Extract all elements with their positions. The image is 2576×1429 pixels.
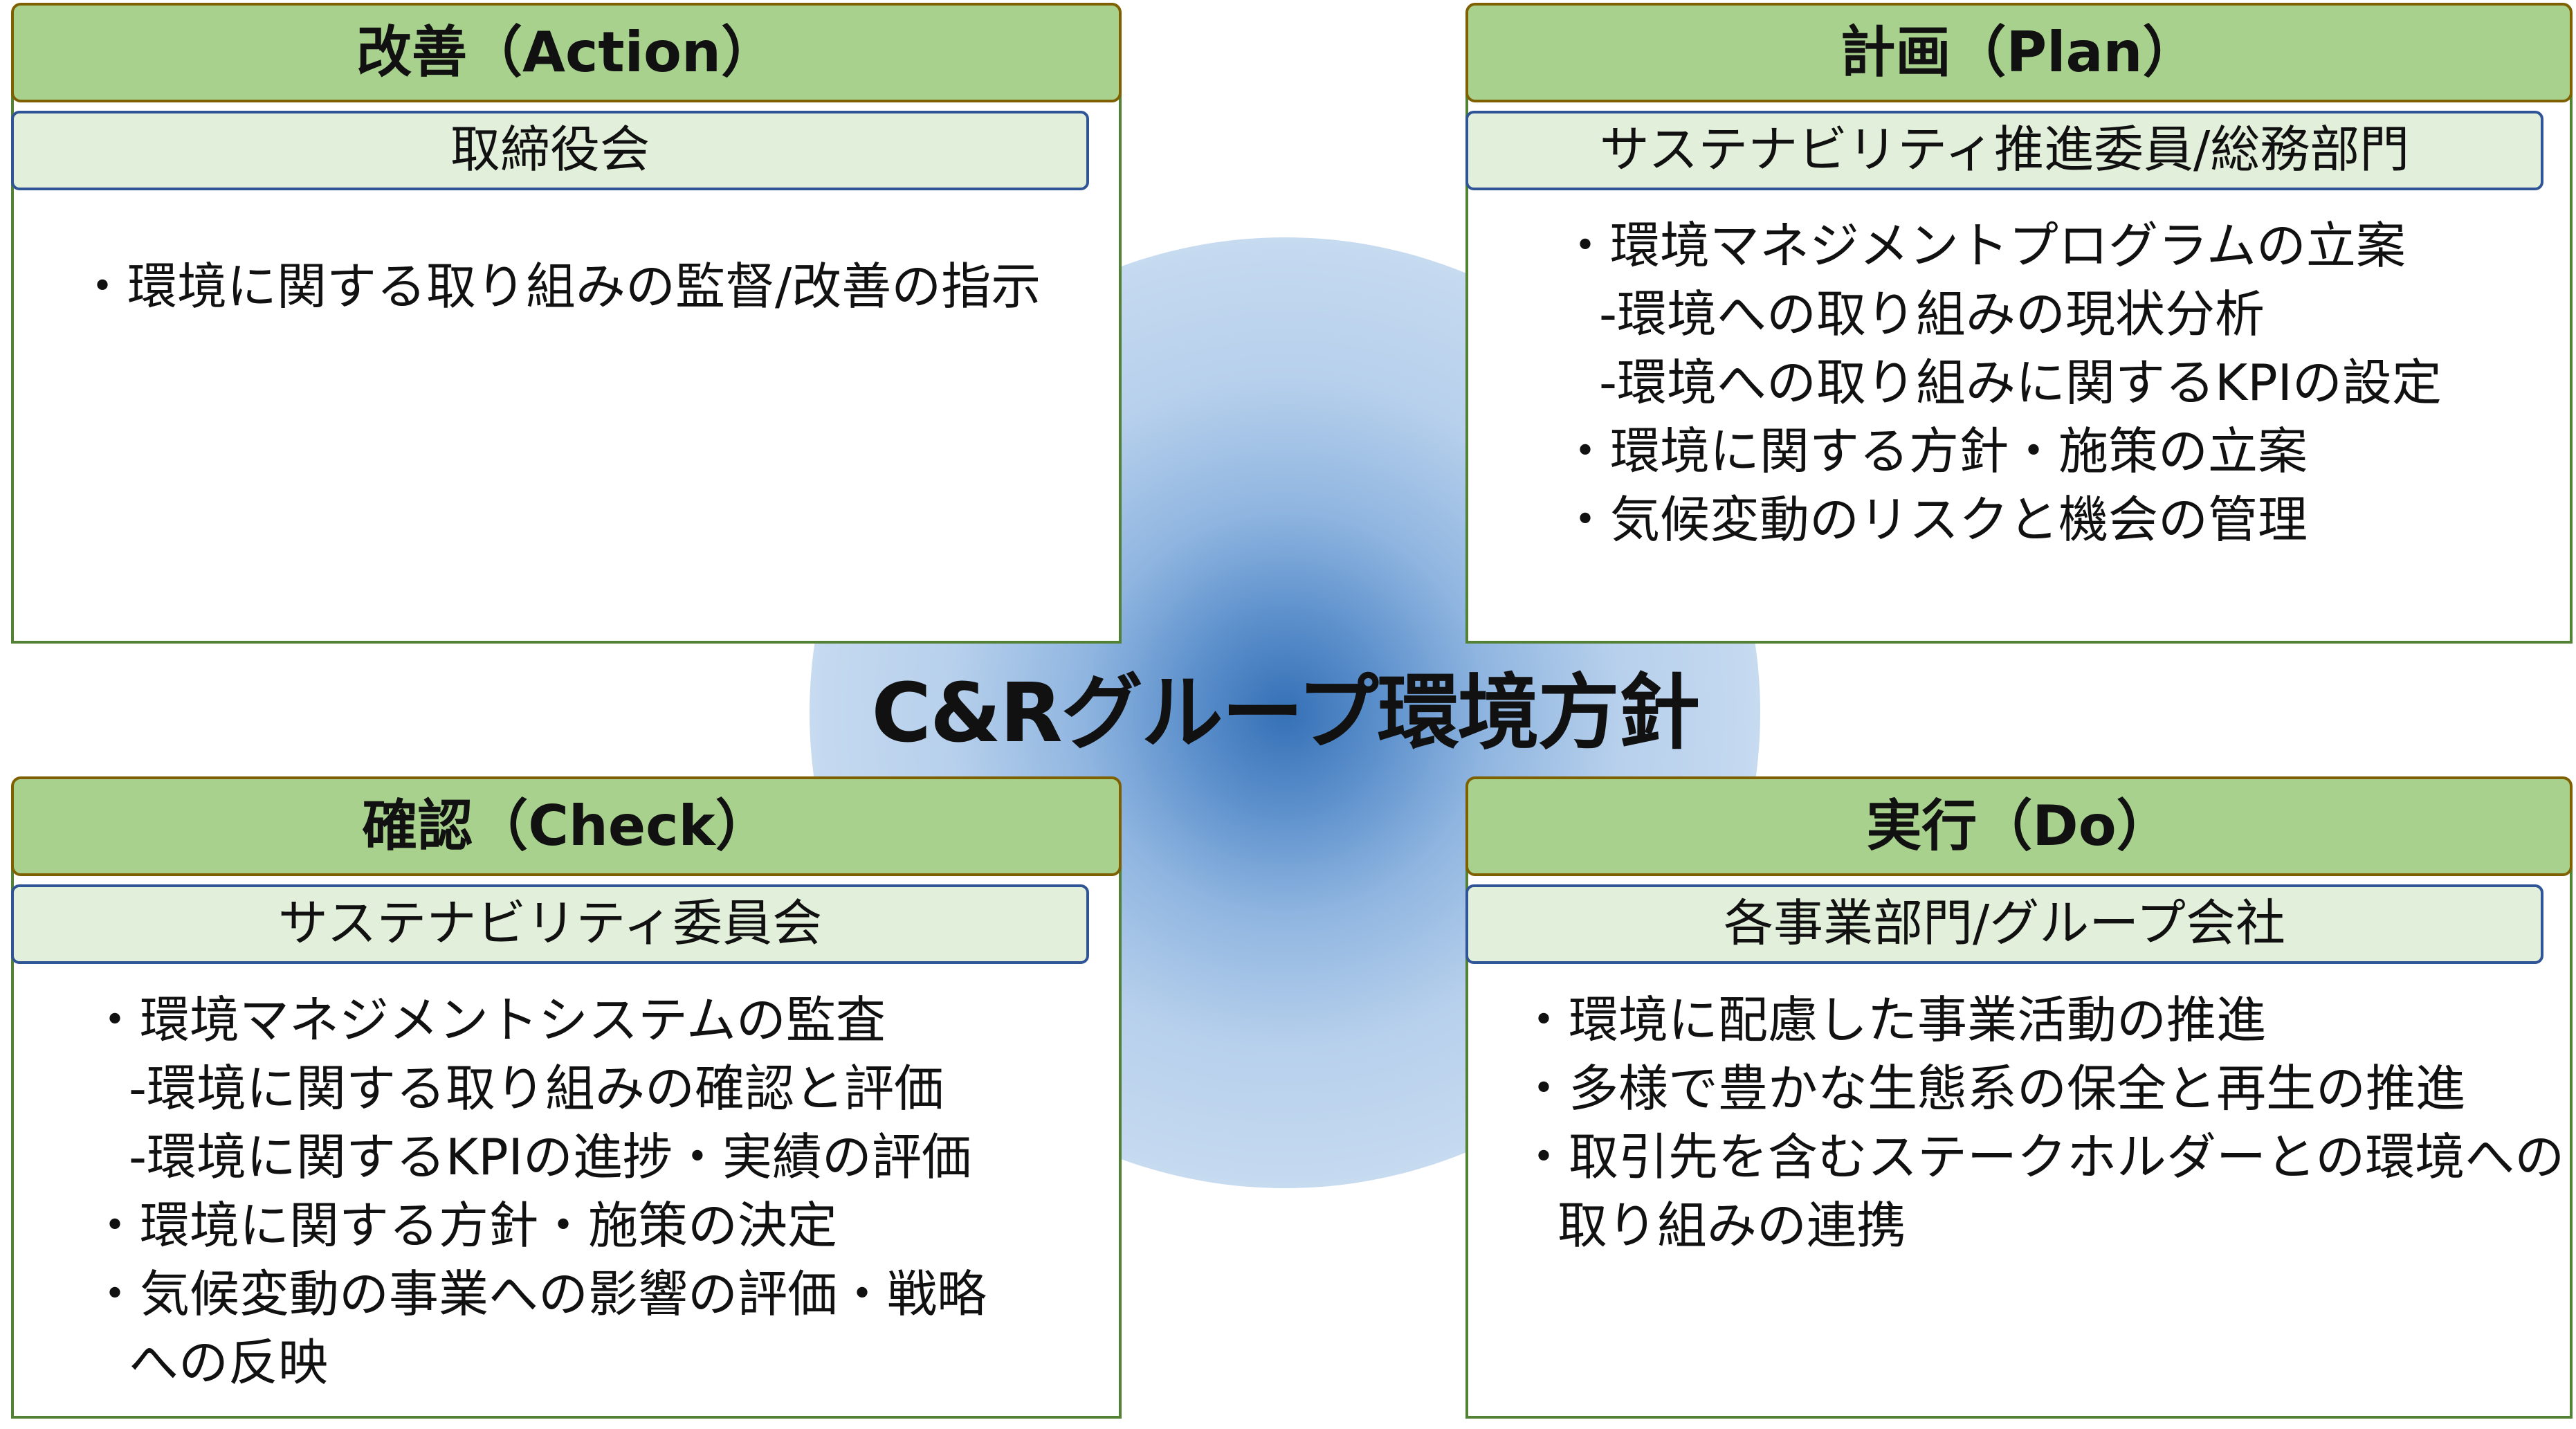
plan-item: ・環境に関する方針・施策の立案 [1560, 422, 2308, 480]
check-sub-item: -環境に関するKPIの進捗・実績の評価 [129, 1128, 971, 1186]
plan-sub-item: -環境への取り組みの現状分析 [1599, 285, 2265, 343]
plan-item: ・環境マネジメントプログラムの立案 [1560, 217, 2406, 275]
do-header: 実行（Do） [1465, 776, 2573, 876]
plan-item: ・気候変動のリスクと機会の管理 [1560, 491, 2308, 549]
do-item: ・取引先を含むステークホルダーとの環境への [1519, 1128, 2565, 1186]
do-item-continuation: 取り組みの連携 [1558, 1196, 1907, 1255]
center-title: C&Rグループ環境方針 [871, 665, 1699, 761]
action-header: 改善（Action） [11, 3, 1122, 102]
check-item-continuation: への反映 [129, 1334, 329, 1392]
do-owner: 各事業部門/グループ会社 [1465, 884, 2543, 964]
check-item: ・気候変動の事業への影響の評価・戦略 [90, 1265, 987, 1323]
action-items: ・環境に関する取り組みの監督/改善の指示 [77, 253, 1041, 321]
plan-owner: サステナビリティ推進委員/総務部門 [1465, 111, 2543, 190]
action-item: ・環境に関する取り組みの監督/改善の指示 [77, 257, 1041, 316]
do-items: ・環境に配慮した事業活動の推進 ・多様で豊かな生態系の保全と再生の推進 ・取引先… [1519, 986, 2564, 1260]
plan-sub-item: -環境への取り組みに関するKPIの設定 [1599, 354, 2442, 412]
check-owner: サステナビリティ委員会 [11, 884, 1089, 964]
check-item: ・環境に関する方針・施策の決定 [90, 1196, 838, 1255]
check-items: ・環境マネジメントシステムの監査 -環境に関する取り組みの確認と評価 -環境に関… [90, 986, 987, 1397]
plan-items: ・環境マネジメントプログラムの立案 -環境への取り組みの現状分析 -環境への取り… [1560, 212, 2442, 554]
do-item: ・環境に配慮した事業活動の推進 [1519, 991, 2267, 1049]
do-item: ・多様で豊かな生態系の保全と再生の推進 [1519, 1059, 2466, 1118]
check-item: ・環境マネジメントシステムの監査 [90, 991, 886, 1049]
plan-header: 計画（Plan） [1465, 3, 2573, 102]
check-header: 確認（Check） [11, 776, 1122, 876]
check-sub-item: -環境に関する取り組みの確認と評価 [129, 1059, 944, 1118]
action-owner: 取締役会 [11, 111, 1089, 190]
